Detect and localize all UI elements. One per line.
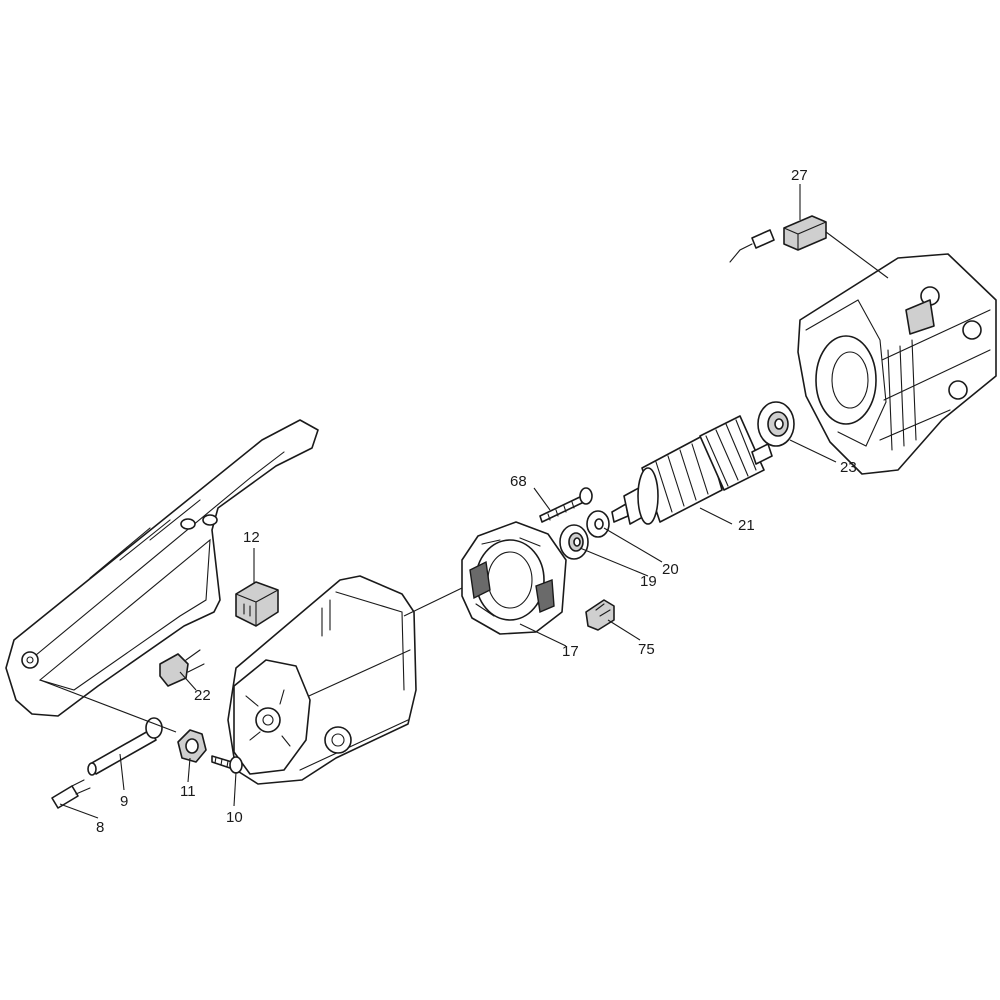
tapping-screw bbox=[211, 755, 243, 774]
capacitor bbox=[159, 649, 205, 687]
motor-housing bbox=[227, 575, 417, 785]
callout-labels: 8 9 10 11 12 17 19 20 21 22 23 27 68 75 bbox=[96, 167, 857, 836]
handle-cover bbox=[5, 419, 319, 717]
callout-22: 22 bbox=[194, 687, 211, 704]
armature bbox=[611, 415, 773, 525]
switch-block bbox=[235, 581, 279, 627]
callout-9: 9 bbox=[120, 793, 128, 810]
washer bbox=[586, 510, 610, 538]
callout-8: 8 bbox=[96, 819, 104, 836]
micro-switch bbox=[729, 215, 827, 263]
ball-bearing-small bbox=[559, 524, 589, 560]
callout-19: 19 bbox=[640, 573, 657, 590]
cord-guard bbox=[51, 779, 91, 809]
gear-housing bbox=[797, 253, 997, 475]
ball-bearing-large bbox=[757, 401, 795, 447]
callout-12: 12 bbox=[243, 529, 260, 546]
callout-27: 27 bbox=[791, 167, 808, 184]
callout-21: 21 bbox=[738, 517, 755, 534]
callout-11: 11 bbox=[180, 783, 196, 800]
long-screw bbox=[539, 487, 593, 523]
brush-holder-assembly bbox=[461, 521, 567, 635]
callout-10: 10 bbox=[226, 809, 243, 826]
callout-20: 20 bbox=[662, 561, 679, 578]
callout-75: 75 bbox=[638, 641, 655, 658]
carbon-brush bbox=[585, 599, 615, 631]
handle-bolt bbox=[87, 717, 163, 776]
callout-23: 23 bbox=[840, 459, 857, 476]
callout-68: 68 bbox=[510, 473, 527, 490]
hex-nut bbox=[177, 729, 207, 763]
leader-lines bbox=[39, 184, 889, 819]
callout-17: 17 bbox=[562, 643, 579, 660]
